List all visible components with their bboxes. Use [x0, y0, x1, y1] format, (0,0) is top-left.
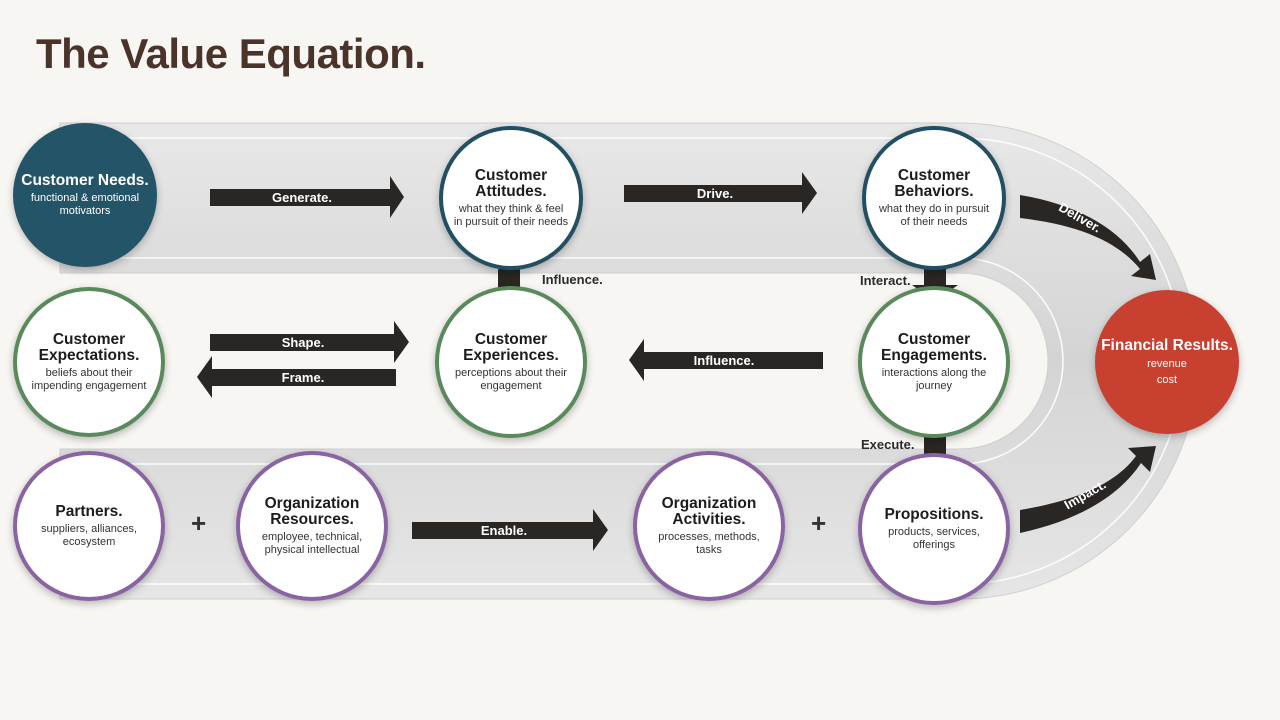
influence-up-label: Influence.	[542, 272, 603, 287]
customer-engagements-node: Customer Engagements. interactions along…	[858, 286, 1010, 438]
organization-activities-node: Organization Activities. processes, meth…	[633, 451, 785, 601]
customer-engagements-desc: interactions along the journey	[881, 366, 987, 392]
road-line-inner	[60, 257, 1064, 465]
customer-engagements-title: Customer Engagements.	[881, 330, 987, 364]
generate-label: Generate.	[272, 190, 332, 205]
frame-label: Frame.	[281, 370, 325, 385]
customer-expectations-desc: beliefs about their impending engagement	[31, 366, 147, 392]
propositions-desc: products, services, offerings	[888, 525, 980, 551]
enable-arrow	[412, 509, 608, 551]
execute-label: Execute.	[861, 437, 915, 452]
generate-arrow	[210, 176, 404, 218]
plus-operator-2: +	[811, 508, 827, 538]
financial-results-node: Financial Results. revenue cost	[1095, 290, 1239, 434]
partners-desc: suppliers, alliances, ecosystem	[41, 522, 137, 548]
customer-experiences-node: Customer Experiences. perceptions about …	[435, 286, 587, 438]
plus-operator-1: +	[191, 508, 207, 538]
partners-node: Partners. suppliers, alliances, ecosyste…	[13, 451, 165, 601]
organization-resources-title: Organization Resources.	[264, 494, 360, 528]
customer-expectations-title: Customer Expectations.	[38, 330, 140, 364]
organization-resources-desc: employee, technical, physical intellectu…	[261, 530, 363, 556]
customer-experiences-desc: perceptions about their engagement	[455, 366, 567, 392]
page-title: The Value Equation.	[36, 30, 426, 77]
organization-activities-desc: processes, methods, tasks	[658, 530, 760, 556]
shape-arrow	[210, 321, 409, 363]
organization-activities-title: Organization Activities.	[661, 494, 757, 528]
frame-arrow	[197, 356, 396, 398]
customer-needs-title: Customer Needs.	[21, 171, 149, 189]
financial-results-title: Financial Results.	[1101, 336, 1233, 354]
customer-behaviors-node: Customer Behaviors. what they do in purs…	[862, 126, 1006, 270]
deliver-arrow	[1020, 195, 1156, 280]
organization-resources-node: Organization Resources. employee, techni…	[236, 451, 388, 601]
customer-behaviors-desc: what they do in pursuit of their needs	[878, 202, 990, 228]
customer-needs-node: Customer Needs. functional & emotional m…	[13, 123, 157, 267]
customer-expectations-node: Customer Expectations. beliefs about the…	[13, 287, 165, 437]
drive-arrow	[624, 172, 817, 214]
interact-label: Interact.	[860, 273, 911, 288]
customer-behaviors-title: Customer Behaviors.	[894, 166, 974, 200]
partners-title: Partners.	[55, 502, 123, 520]
propositions-title: Propositions.	[884, 505, 984, 523]
shape-label: Shape.	[281, 335, 325, 350]
customer-needs-desc: functional & emotional motivators	[30, 191, 140, 217]
impact-arrow	[1020, 446, 1156, 533]
influence-left-label: Influence.	[693, 353, 755, 368]
influence-left-arrow	[629, 339, 823, 381]
drive-label: Drive.	[696, 186, 734, 201]
financial-results-revenue: revenue	[1147, 357, 1187, 370]
financial-results-cost: cost	[1156, 373, 1178, 386]
customer-attitudes-title: Customer Attitudes.	[474, 166, 548, 200]
customer-attitudes-desc: what they think & feel in pursuit of the…	[453, 202, 569, 228]
customer-experiences-title: Customer Experiences.	[463, 330, 559, 364]
customer-attitudes-node: Customer Attitudes. what they think & fe…	[439, 126, 583, 270]
enable-label: Enable.	[480, 523, 528, 538]
propositions-node: Propositions. products, services, offeri…	[858, 453, 1010, 605]
